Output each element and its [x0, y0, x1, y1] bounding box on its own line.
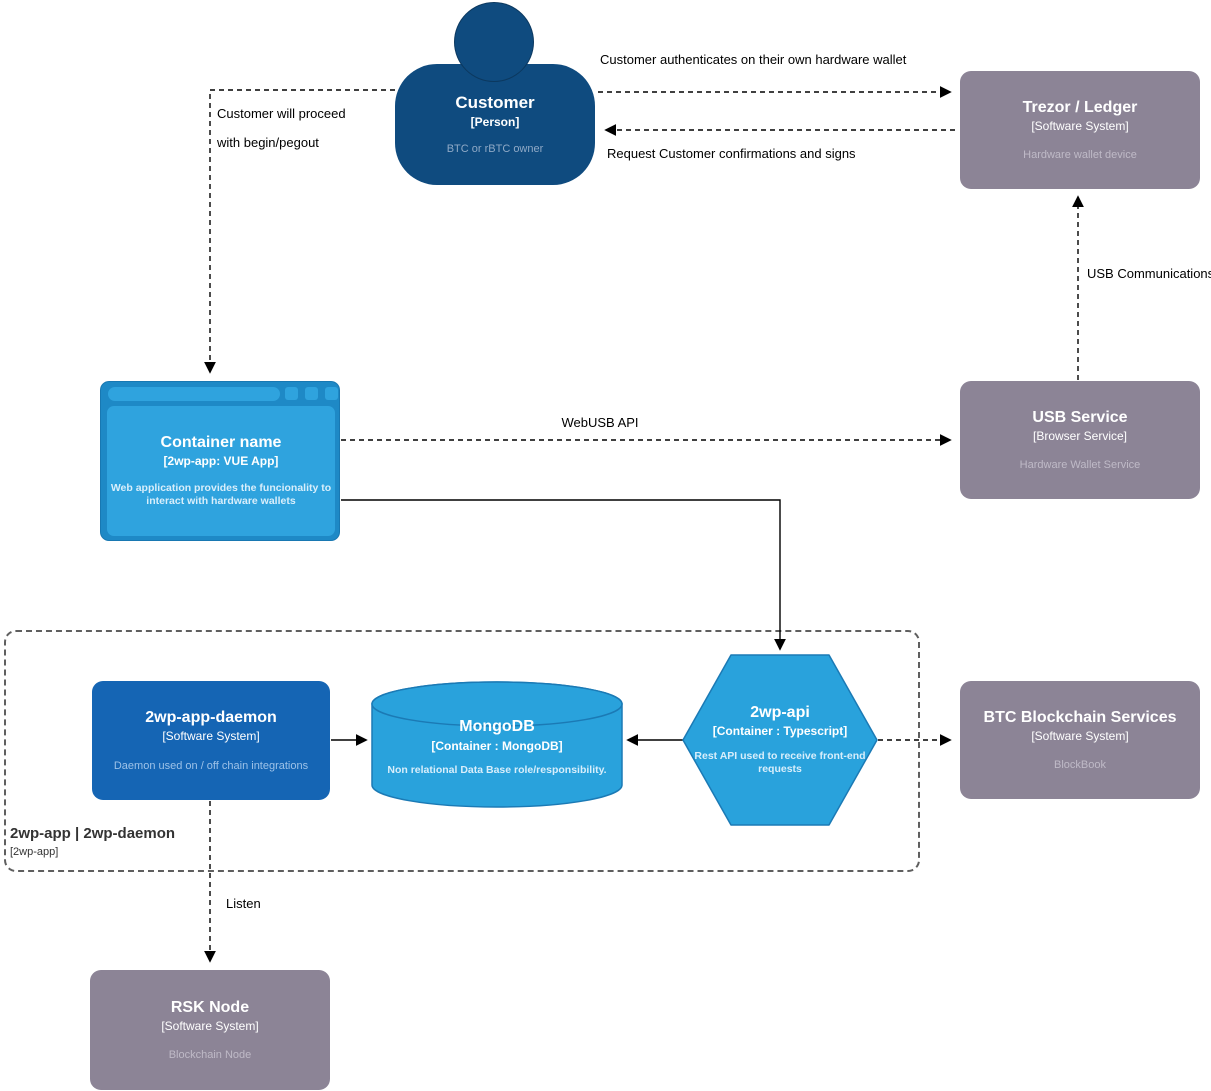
node-description: Blockchain Node [168, 1049, 252, 1062]
edge-label-proceed-line1: Customer will proceed [217, 106, 346, 121]
person-customer-head-icon [454, 2, 534, 82]
group-boundary-subtitle: [2wp-app] [10, 846, 59, 858]
edge-label-listen: Listen [226, 896, 261, 911]
node-title: BTC Blockchain Services [983, 708, 1177, 726]
browser-button-icon [305, 387, 318, 400]
edge-label-request-confirmations: Request Customer confirmations and signs [607, 146, 856, 161]
node-container-name[interactable]: Container name [2wp-app: VUE App] Web ap… [100, 381, 340, 541]
node-btc-blockchain-services[interactable]: BTC Blockchain Services [Software System… [960, 681, 1200, 799]
browser-addressbar-icon [108, 387, 280, 401]
node-title: RSK Node [170, 998, 250, 1016]
node-subtitle: [2wp-app: VUE App] [163, 454, 279, 469]
node-description: BTC or rBTC owner [446, 142, 544, 155]
node-description: BlockBook [1054, 759, 1106, 772]
node-rsk-node[interactable]: RSK Node [Software System] Blockchain No… [90, 970, 330, 1090]
node-title: 2wp-app-daemon [145, 709, 277, 727]
node-subtitle: [Browser Service] [1032, 428, 1128, 443]
edge-container-to-api [341, 499, 786, 651]
group-boundary-title: 2wp-app | 2wp-daemon [10, 825, 176, 842]
browser-content: Container name [2wp-app: VUE App] Web ap… [107, 406, 335, 536]
node-title: Customer [455, 92, 535, 112]
node-description: Daemon used on / off chain integrations [113, 759, 309, 772]
node-description: Web application provides the funcionalit… [110, 481, 332, 508]
edge-label-usb-communications: USB Communications [1087, 266, 1211, 281]
node-subtitle: [Person] [470, 115, 520, 130]
node-subtitle: [Software System] [162, 729, 260, 744]
edge-customer-to-container [204, 89, 395, 374]
node-subtitle: [Software System] [1031, 118, 1129, 133]
node-description: Hardware wallet device [1023, 149, 1137, 162]
node-title: Trezor / Ledger [1022, 98, 1138, 116]
node-trezor-ledger[interactable]: Trezor / Ledger [Software System] Hardwa… [960, 71, 1200, 189]
edge-label-authenticates: Customer authenticates on their own hard… [600, 52, 907, 67]
edge-label-proceed-line2: with begin/pegout [217, 135, 319, 150]
node-2wp-app-daemon[interactable]: 2wp-app-daemon [Software System] Daemon … [92, 681, 330, 800]
browser-button-icon [325, 387, 338, 400]
node-usb-service[interactable]: USB Service [Browser Service] Hardware W… [960, 381, 1200, 499]
node-subtitle: [Software System] [1031, 728, 1129, 743]
person-customer[interactable]: Customer [Person] BTC or rBTC owner [395, 64, 595, 185]
node-title: Container name [160, 434, 282, 452]
node-title: USB Service [1032, 408, 1128, 426]
browser-button-icon [285, 387, 298, 400]
node-subtitle: [Software System] [161, 1018, 259, 1033]
node-description: Hardware Wallet Service [1019, 459, 1141, 472]
edge-label-webusb-api: WebUSB API [561, 415, 639, 430]
